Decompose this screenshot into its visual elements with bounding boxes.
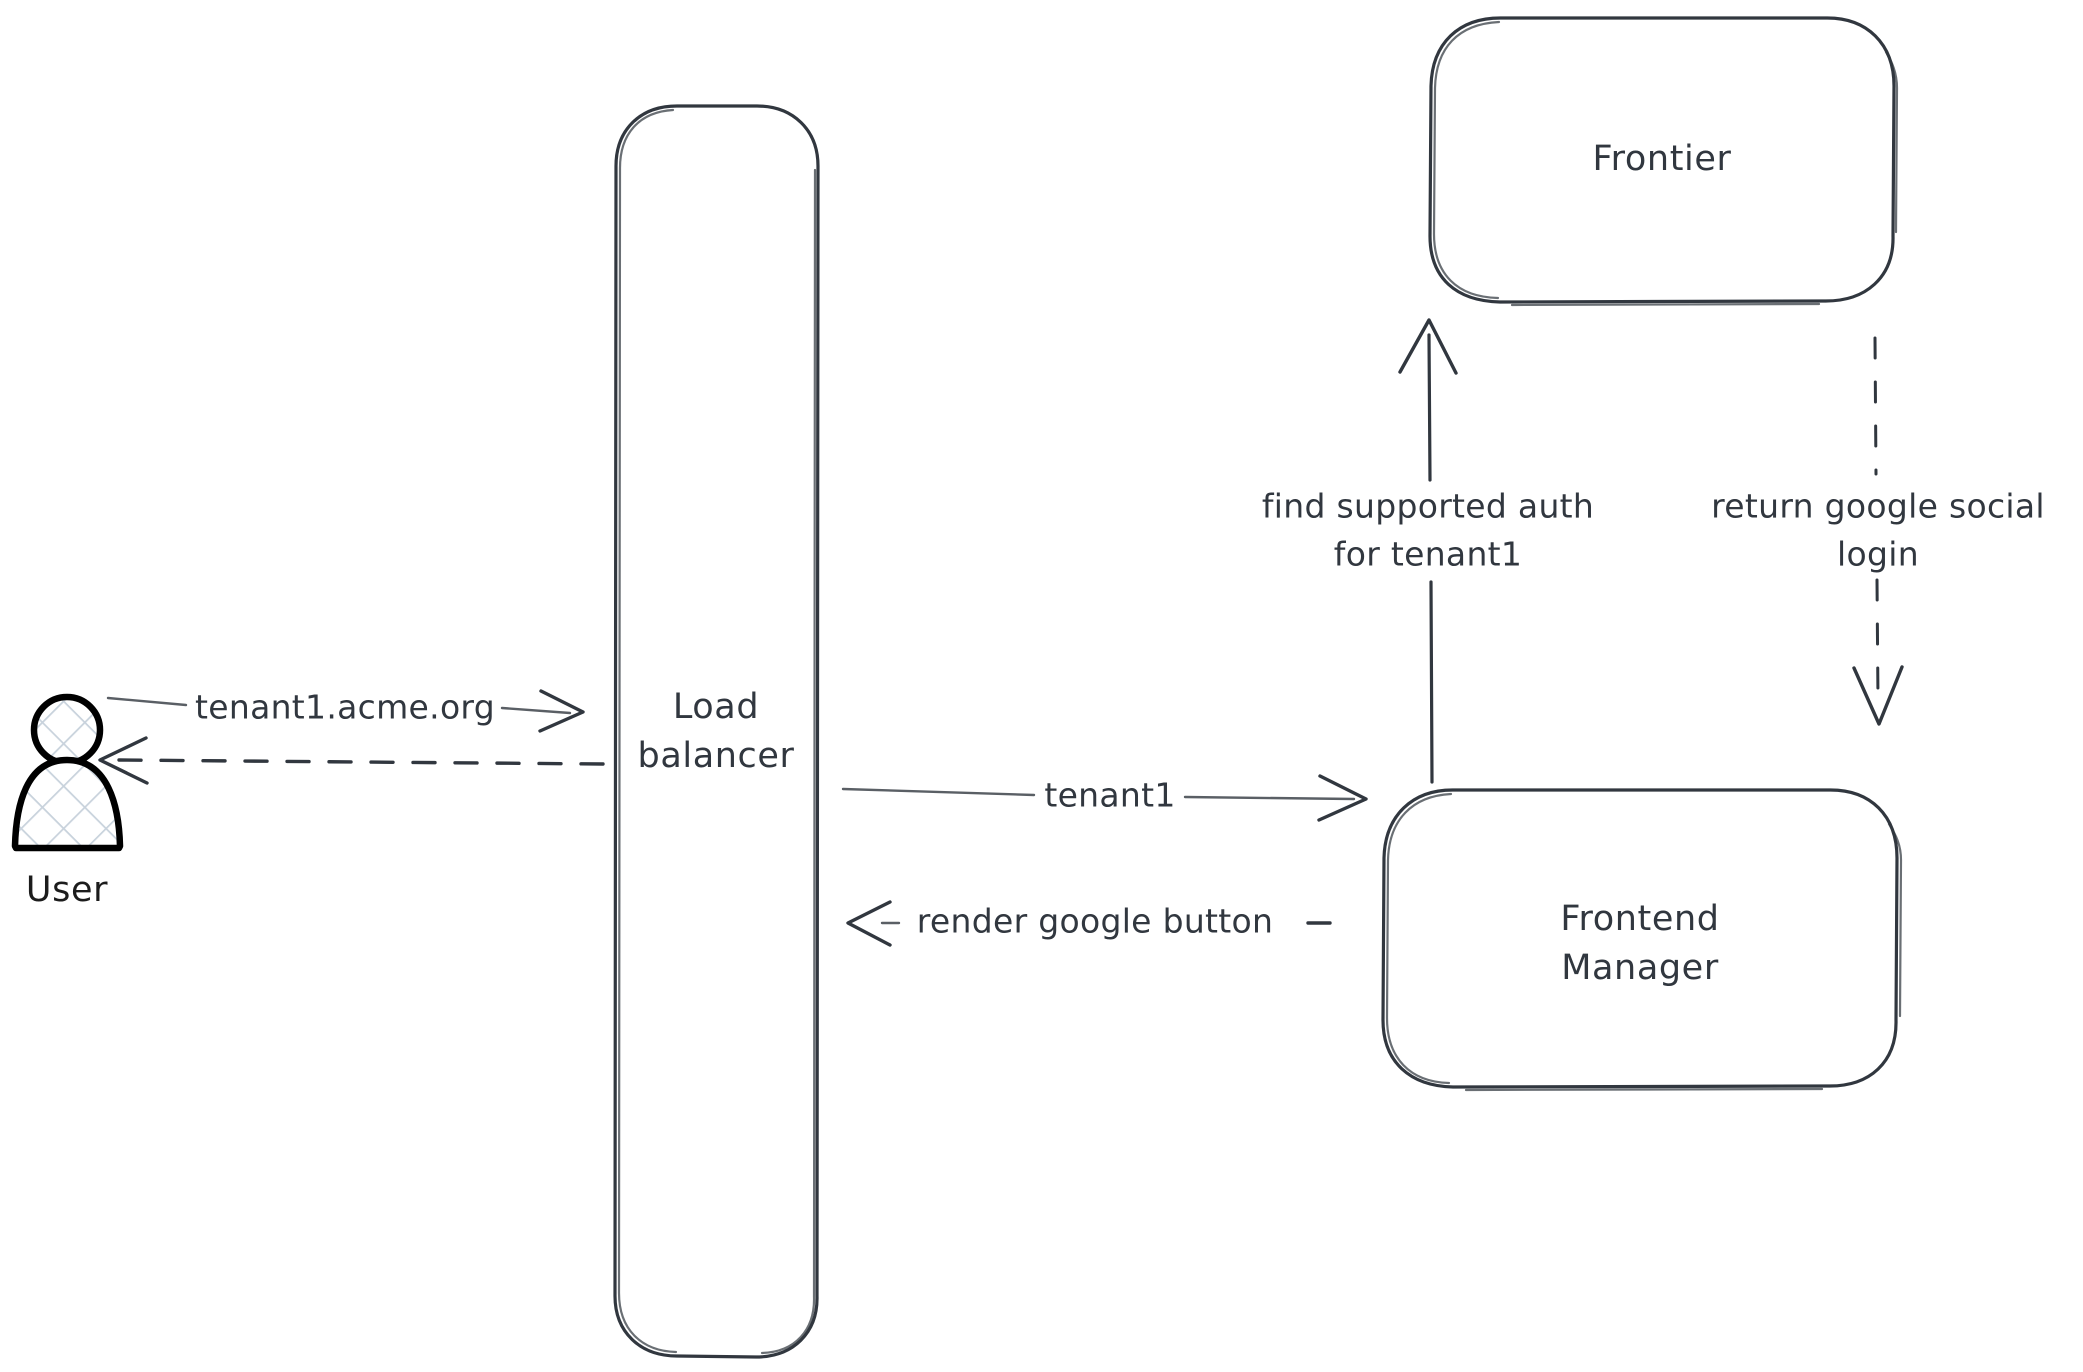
node-frontend-manager[interactable]: Frontend Manager [1381,788,1903,1092]
edge-load-balancer-to-frontend-manager[interactable]: tenant1 [841,774,1368,822]
edge-frontend-manager-to-frontier[interactable]: find supported auth for tenant1 [1262,318,1594,784]
node-frontier-label: Frontier [1593,139,1732,179]
edge-frontend-manager-to-frontier-label-line-2: for tenant1 [1334,535,1522,574]
node-load-balancer-label-line-1: Load [673,687,759,727]
node-frontier[interactable]: Frontier [1428,16,1899,307]
actor-user[interactable]: User [11,693,124,910]
edge-frontier-to-frontend-manager[interactable]: return google social login [1711,336,2045,726]
edge-frontend-manager-to-load-balancer-label: render google button [917,902,1273,941]
edge-frontier-to-frontend-manager-label-line-1: return google social [1711,487,2045,526]
actor-user-label: User [26,870,108,910]
actor-user-body [11,756,124,852]
edge-frontend-manager-to-frontier-label-line-1: find supported auth [1262,487,1594,526]
node-frontend-manager-label-line-1: Frontend [1560,899,1719,939]
node-load-balancer[interactable]: Load balancer [613,104,820,1359]
edge-user-to-load-balancer-label: tenant1.acme.org [195,688,495,727]
edge-frontend-manager-to-load-balancer[interactable]: render google button [846,900,1332,947]
edge-load-balancer-to-frontend-manager-label: tenant1 [1044,776,1175,815]
edge-frontier-to-frontend-manager-label-line-2: login [1837,535,1919,574]
actor-user-head [30,693,104,767]
node-frontend-manager-label-line-2: Manager [1561,948,1719,988]
edge-load-balancer-to-user[interactable] [98,736,605,785]
node-load-balancer-label-line-2: balancer [638,736,795,776]
edge-user-to-load-balancer[interactable]: tenant1.acme.org [106,688,585,733]
